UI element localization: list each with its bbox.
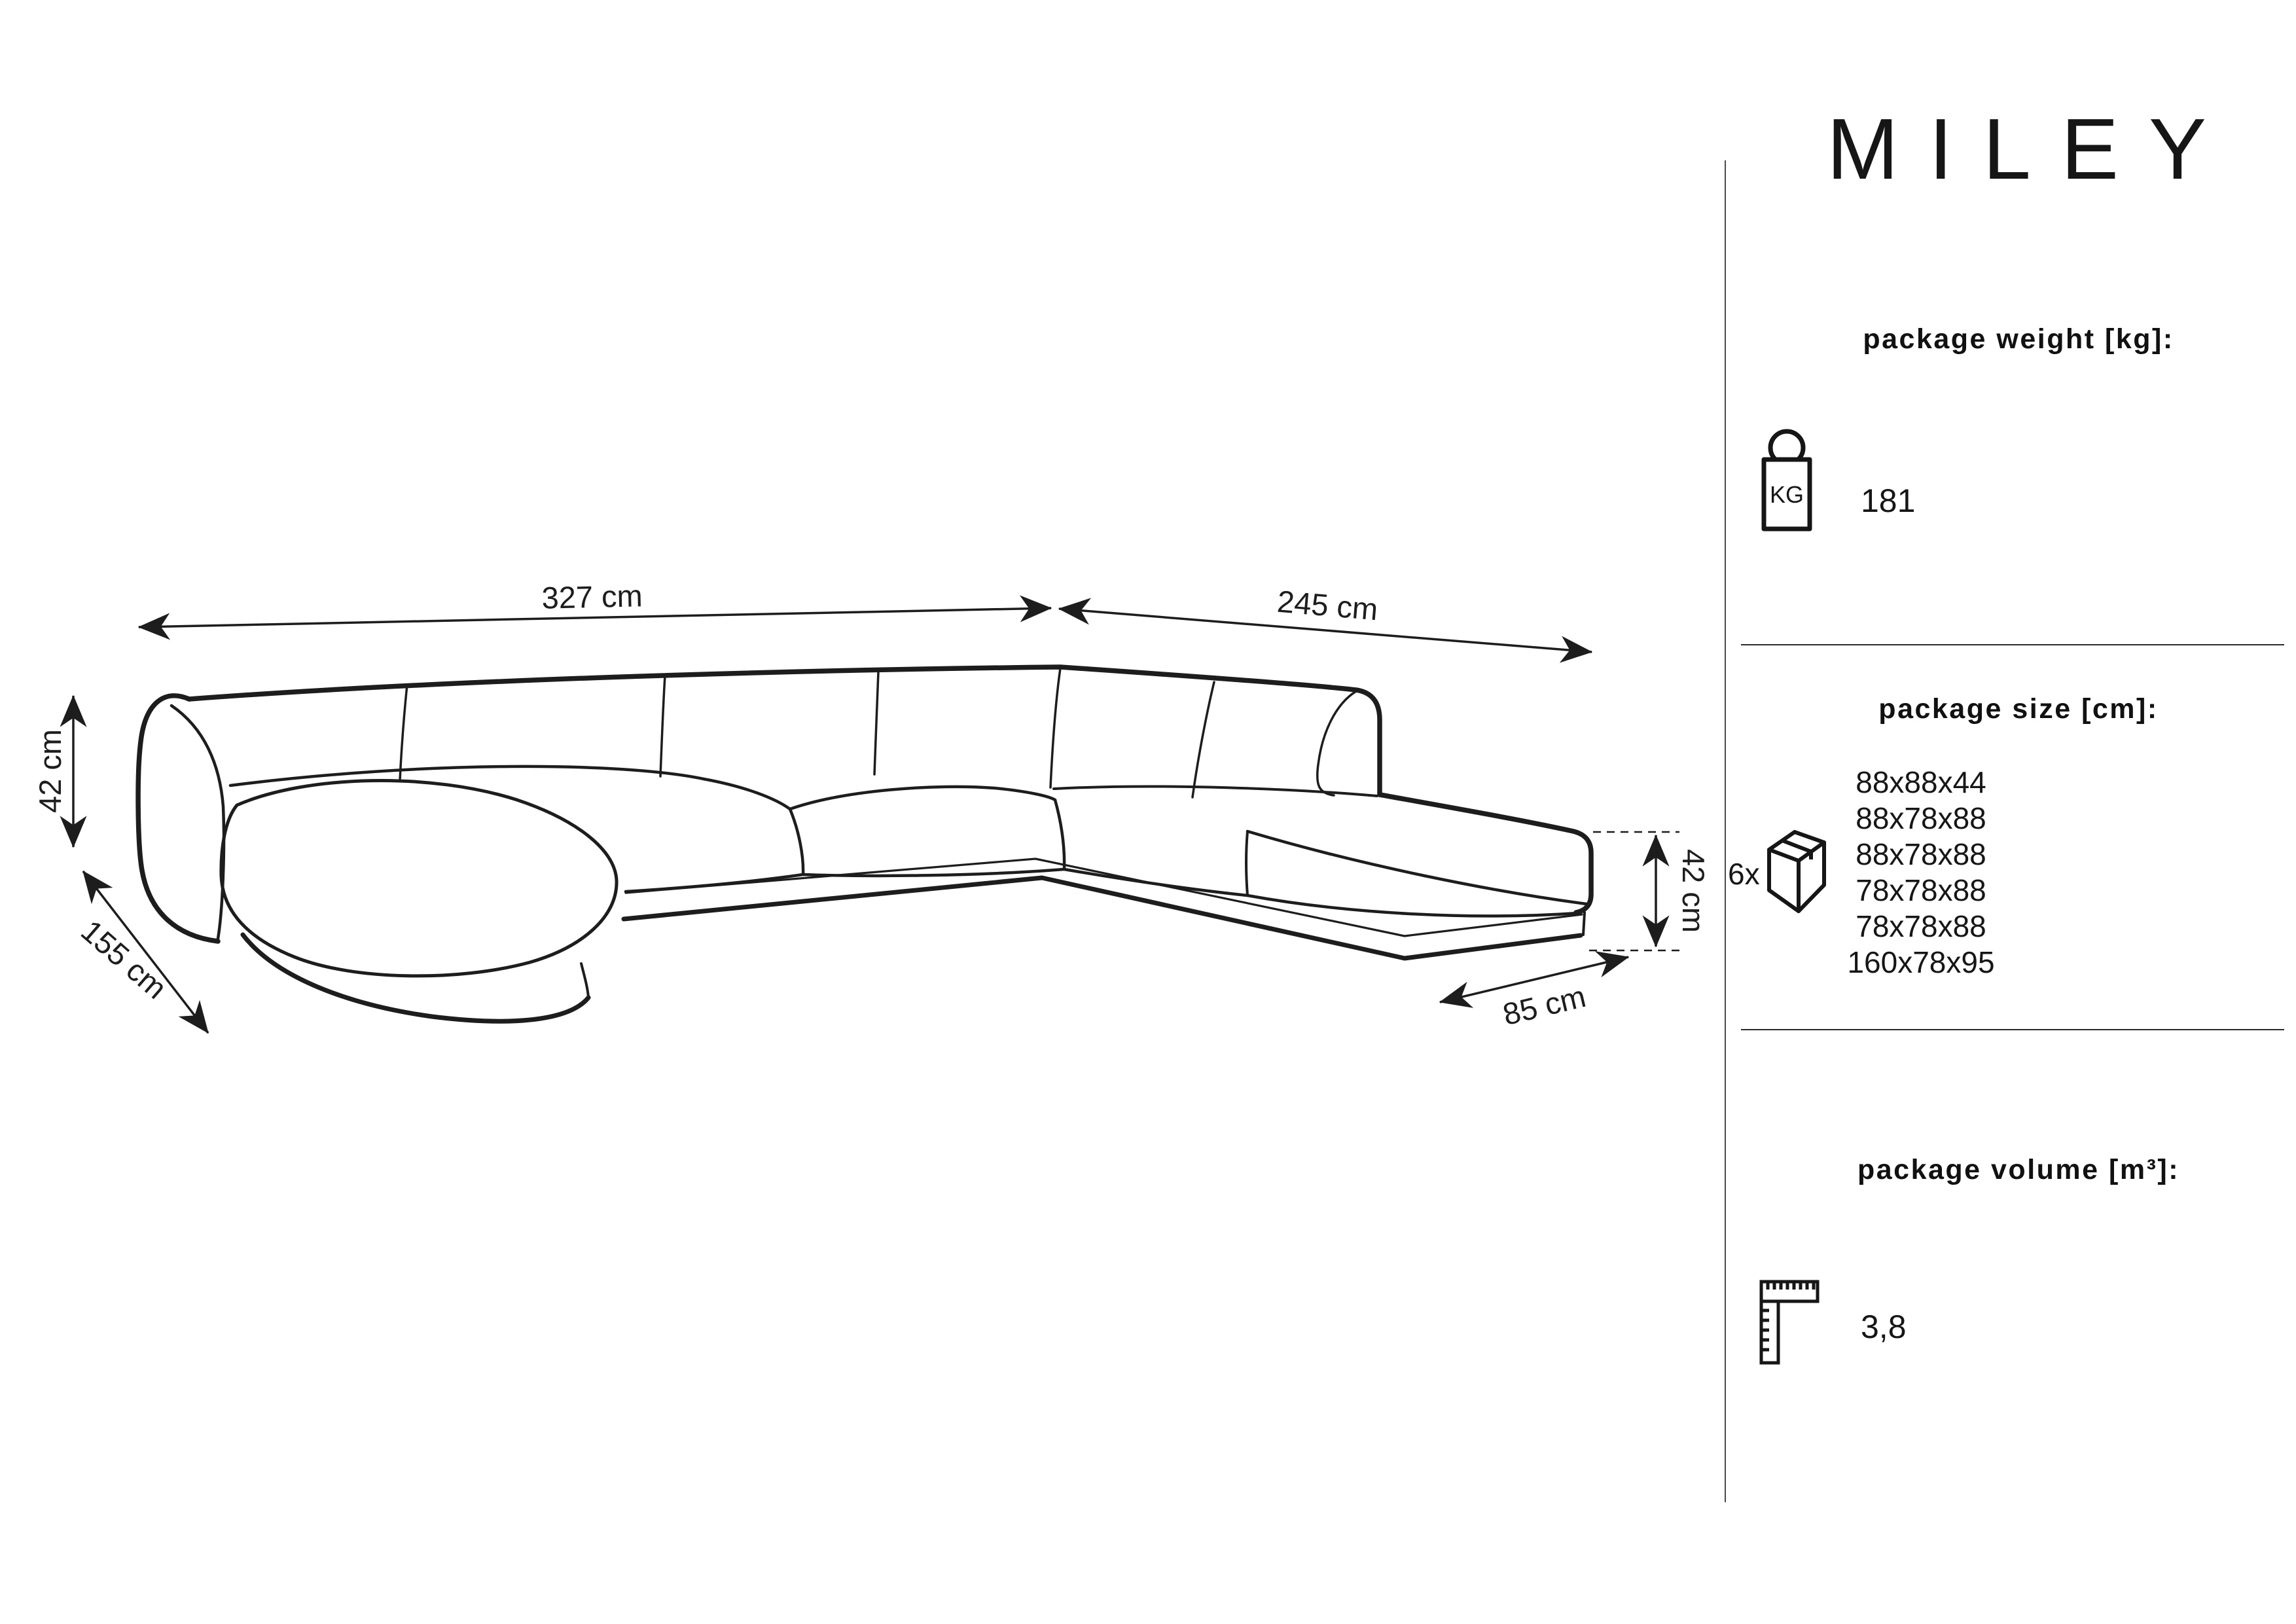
size-section-heading: package size [cm]:: [1878, 693, 2159, 725]
sofa-back-top-edge: [187, 664, 1382, 797]
package-size-item: 88x78x88: [1856, 801, 1986, 835]
sofa-left-arm: [135, 693, 221, 944]
svg-text:KG: KG: [1770, 481, 1804, 508]
panel-vertical-divider: [1725, 160, 1726, 1502]
seat-cushion-2-top: [788, 785, 1057, 811]
product-title: MILEY: [1826, 101, 2237, 197]
dim-label-85: 85 cm: [1499, 979, 1589, 1032]
package-size-item: 160x78x95: [1847, 945, 1995, 979]
package-size-item: 78x78x88: [1856, 873, 1986, 907]
sofa-chaise-seat: [219, 779, 619, 978]
kg-bag-icon: KG: [1761, 427, 1813, 533]
seat-cushion-1-top: [228, 765, 792, 811]
sofa-arm-inner-line: [170, 704, 226, 941]
dim-arrow-245: [1058, 598, 1593, 663]
right-chaise-left-seam: [1245, 830, 1249, 897]
dim-label-42-left: 42 cm: [33, 729, 67, 813]
weight-section-heading: package weight [kg]:: [1863, 323, 2174, 355]
section-divider: [1741, 1029, 2284, 1030]
dim-arrow-155: [82, 870, 209, 1034]
sofa-plinth-top-line: [624, 857, 1583, 937]
package-box-icon: [1763, 823, 1829, 916]
dim-label-245: 245 cm: [1276, 584, 1379, 627]
weight-value: 181: [1861, 482, 1916, 519]
back-seam-right: [1191, 681, 1215, 799]
seat-cushion-1-bottom: [624, 873, 805, 893]
dim-arrow-327: [137, 595, 1052, 640]
section-divider: [1741, 644, 2284, 645]
package-size-item: 88x78x88: [1856, 837, 1986, 871]
corner-seat-front: [1062, 867, 1249, 897]
dimension-labels: 327 cm 245 cm 42 cm 155 cm 85 cm 42 cm: [33, 578, 1711, 1032]
back-seam-3: [873, 670, 880, 776]
sofa-chaise-plinth: [240, 932, 591, 1024]
package-count-label: 6x: [1728, 857, 1760, 891]
package-size-list: 88x88x44 88x78x88 88x78x88 78x78x88 78x7…: [1826, 765, 2016, 981]
right-seat-far-edge: [1052, 785, 1378, 797]
ruler-icon: [1759, 1280, 1820, 1365]
sofa-plinth-right-edge: [1582, 911, 1586, 936]
dim-arrow-85: [1439, 951, 1630, 1008]
sofa-right-chaise-outline: [1377, 792, 1594, 915]
seat-seam-2: [1053, 798, 1066, 871]
seat-seam-1: [788, 807, 805, 876]
back-seam-2: [659, 674, 666, 778]
dim-label-327: 327 cm: [541, 578, 643, 615]
back-cap-inner-line: [1316, 690, 1357, 797]
sofa-base-edge: [621, 875, 1583, 961]
dim-label-42-right: 42 cm: [1676, 849, 1711, 933]
volume-value: 3,8: [1861, 1308, 1907, 1345]
sofa-drawing: [135, 664, 1594, 1024]
sofa-chaise-step-line: [580, 962, 590, 999]
dim-label-155: 155 cm: [75, 913, 173, 1005]
back-seam-1: [399, 683, 408, 782]
package-size-item: 88x88x44: [1856, 765, 1986, 799]
back-seam-corner: [1049, 667, 1062, 789]
right-chaise-near-edge: [1246, 829, 1588, 906]
dimension-annotations: [60, 595, 1679, 1034]
seat-cushion-2-bottom: [801, 867, 1066, 878]
volume-section-heading: package volume [m³]:: [1857, 1154, 2180, 1185]
package-size-item: 78x78x88: [1856, 909, 1986, 943]
right-chaise-bottom-contour: [1246, 893, 1579, 918]
